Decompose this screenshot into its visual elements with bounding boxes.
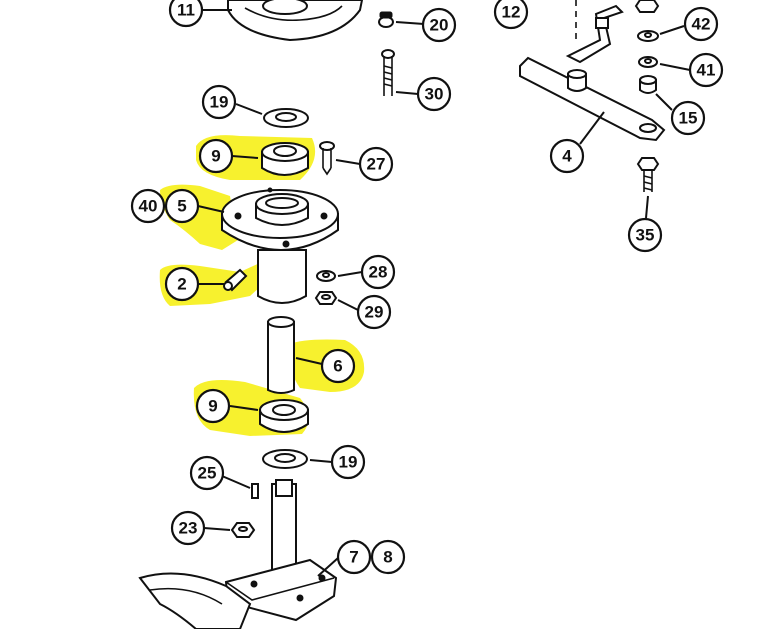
callout-35: 35 [627, 217, 663, 253]
part-27-bolt [319, 141, 335, 176]
callout-19-bottom-label: 19 [339, 453, 358, 472]
callout-27-label: 27 [367, 155, 386, 174]
callout-8-label: 8 [383, 548, 392, 567]
part-30-bolt [381, 49, 395, 96]
part-42-washer [637, 30, 659, 42]
part-2-grease-fitting [223, 268, 248, 292]
callout-6: 6 [320, 348, 356, 384]
callout-25-label: 25 [198, 464, 217, 483]
callout-41-label: 41 [697, 61, 716, 80]
callout-20: 20 [421, 7, 457, 43]
part-9-top-bearing [261, 142, 309, 176]
callout-20-label: 20 [430, 16, 449, 35]
callout-41: 41 [688, 52, 724, 88]
callout-30: 30 [416, 76, 452, 112]
callout-4-label: 4 [562, 147, 572, 166]
callout-19-top: 19 [201, 84, 237, 120]
part-25-key [251, 483, 259, 499]
callout-15: 15 [670, 100, 706, 136]
callout-27: 27 [358, 146, 394, 182]
callout-8: 8 [370, 539, 406, 575]
callout-2-label: 2 [177, 275, 186, 294]
callout-6-label: 6 [333, 357, 342, 376]
callout-19-top-label: 19 [210, 93, 229, 112]
callout-19-bottom: 19 [330, 444, 366, 480]
part-20-nut [378, 11, 394, 28]
callout-11-label: 11 [177, 1, 195, 20]
callout-42: 42 [683, 6, 719, 42]
callout-5-label: 5 [177, 197, 186, 216]
callout-28: 28 [360, 254, 396, 290]
part-11-pulley [227, 0, 364, 42]
callout-25: 25 [189, 455, 225, 491]
part-41-washer [638, 56, 658, 68]
callout-15-label: 15 [679, 109, 698, 128]
part-29-nut [314, 291, 338, 305]
callout-11: 11 [168, 0, 204, 28]
callout-40-label: 40 [139, 197, 158, 216]
callout-42-label: 42 [692, 15, 711, 34]
part-6-spacer [267, 316, 295, 394]
part-23-nut [230, 522, 256, 538]
callout-7-label: 7 [349, 548, 358, 567]
callout-9-bottom-label: 9 [208, 397, 217, 416]
part-4-bracket [519, 4, 666, 142]
part-15-spacer [639, 75, 657, 94]
part-35-bolt [636, 157, 660, 192]
part-9-bottom-bearing [259, 399, 309, 433]
part-28-washer [316, 270, 336, 282]
callout-9-bottom: 9 [195, 388, 231, 424]
part-5-housing [221, 187, 339, 304]
callout-30-label: 30 [425, 85, 444, 104]
callout-9-top-label: 9 [211, 147, 220, 166]
part-19-top-washer [263, 108, 309, 128]
callout-28-label: 28 [369, 263, 388, 282]
callout-23-label: 23 [179, 519, 198, 538]
callout-4: 4 [549, 138, 585, 174]
blade [138, 572, 252, 629]
callout-29-label: 29 [365, 303, 384, 322]
leader-lines [197, 9, 691, 577]
callout-29: 29 [356, 294, 392, 330]
callout-40: 40 [130, 188, 166, 224]
part-top-nut [634, 0, 660, 13]
callout-5: 5 [164, 188, 200, 224]
callout-35-label: 35 [636, 226, 655, 245]
callout-23: 23 [170, 510, 206, 546]
callout-2: 2 [164, 266, 200, 302]
callout-9-top: 9 [198, 138, 234, 174]
callout-12: 12 [493, 0, 529, 30]
callout-7: 7 [336, 539, 372, 575]
callout-12-label: 12 [502, 3, 521, 22]
part-19-bottom-washer [262, 449, 308, 469]
